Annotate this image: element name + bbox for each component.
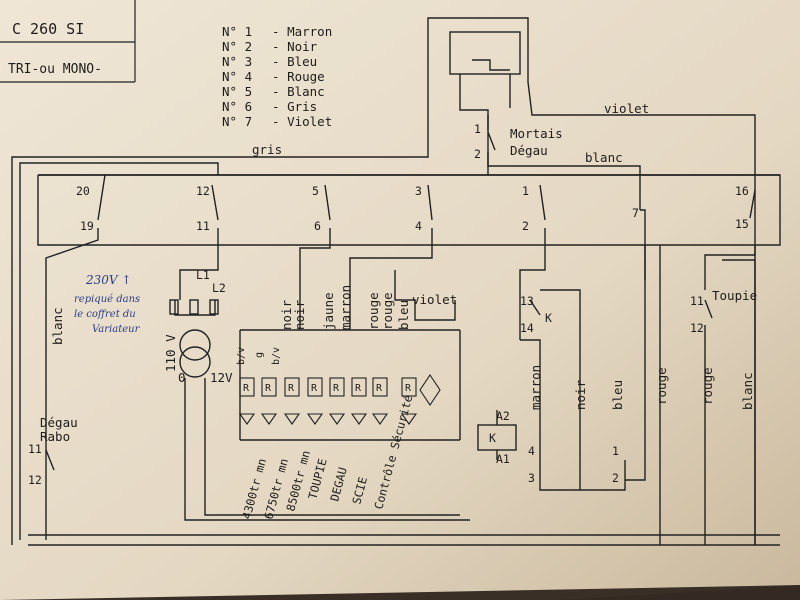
legend-num-2: N° 2 [222,39,252,54]
terminal-19: 19 [80,219,94,233]
wire-rouge-r2: rouge [700,367,715,405]
led-label-6: SCIE [349,475,370,505]
wire-bv-1: b/v [236,347,247,365]
legend-color-6: - Gris [272,99,317,114]
legend-num-6: N° 6 [222,99,252,114]
wire-violet: violet [604,101,649,116]
legend-num-5: N° 5 [222,84,252,99]
handwritten-note: 230V ↑ repiqué dans le coffret du Variat… [74,273,141,335]
terminal-12: 12 [196,184,210,198]
k-terminal-4: 4 [528,444,535,458]
wire-noir-k: noir [573,379,588,410]
wire-blanc-left: blanc [50,307,65,345]
k-terminal-14: 14 [520,321,534,335]
degau-terminal-12: 12 [28,473,42,487]
note-line-2: repiqué dans [74,294,140,305]
mortais-label: Mortais [510,126,563,141]
legend-color-1: - Marron [272,24,332,39]
degau-terminal-11: 11 [28,442,42,456]
resistor-label: R [355,383,362,394]
wire-blanc: blanc [585,150,623,165]
note-line-1: 230V ↑ [85,273,131,287]
degau-rabo-label-1: Dégau [40,415,78,430]
wire-noir-1: noir [279,299,294,330]
terminal-20: 20 [76,184,90,198]
terminal-4: 4 [415,219,422,233]
note-line-4: Variateur [92,324,141,335]
wire-noir-2: noir [292,299,307,330]
resistor-label: R [405,383,412,394]
resistor-label: R [333,383,340,394]
l2-label: L2 [212,281,226,295]
k-switch-label: K [545,311,552,325]
terminal-1: 1 [522,184,529,198]
terminal-3: 3 [415,184,422,198]
resistor-labels: R R R R R R R R [243,383,412,394]
mortais-terminal-2: 2 [474,147,481,161]
terminal-16: 16 [735,184,749,198]
wiring-lines [11,17,781,546]
wire-bleu: bleu [396,300,411,330]
coil-a1: A1 [496,452,510,466]
ground-zero: 0 [178,370,186,385]
terminal-15: 15 [735,217,749,231]
note-line-3: le coffret du [74,309,136,320]
k-terminal-1: 1 [612,444,619,458]
terminal-numbers: 20 19 12 11 5 6 3 4 1 2 16 15 7 1 2 13 1… [28,122,749,487]
wire-labels: gris violet blanc violet blanc noir noir… [50,101,755,410]
wire-bv-2: b/v [271,347,282,365]
coil-a2: A2 [496,409,510,423]
wire-bleu-k: bleu [610,380,625,410]
wire-gris: gris [252,142,282,157]
k-terminal-13: 13 [520,294,534,308]
resistor-bank [238,374,441,425]
wire-rouge-r1: rouge [654,367,669,405]
l1-label: L1 [196,268,210,282]
resistor-label: R [243,383,250,394]
terminal-5: 5 [312,184,319,198]
terminal-11: 11 [196,219,210,233]
k-terminal-3: 3 [528,471,535,485]
wire-rouge-1: rouge [366,292,381,330]
legend-num-1: N° 1 [222,24,252,39]
legend-num-7: N° 7 [222,114,252,129]
resistor-label: R [265,383,272,394]
legend-num-4: N° 4 [222,69,252,84]
terminal-2: 2 [522,219,529,233]
resistor-label: R [288,383,295,394]
k-terminal-2: 2 [612,471,619,485]
supply-label: TRI-ou MONO- [8,62,102,77]
toupie-terminal-11: 11 [690,294,704,308]
legend-color-2: - Noir [272,39,318,54]
voltage-110: 110 V [163,334,178,372]
wire-violet-mid: violet [412,292,457,307]
wire-jaune: jaune [321,292,336,330]
wire-marron-k: marron [528,365,543,410]
wire-marron: marron [338,285,353,330]
wire-blanc-r: blanc [740,372,755,410]
wire-rouge-2: rouge [380,292,395,330]
toupie-label: Toupie [712,288,757,303]
voltage-12: 12V [210,370,233,385]
terminal-7: 7 [632,206,639,220]
component-labels: Mortais Dégau Toupie Dégau Rabo 110 V 12… [40,126,757,444]
legend-color-7: - Violet [272,114,332,129]
terminal-6: 6 [314,219,321,233]
resistor-label: R [311,383,318,394]
toupie-terminal-12: 12 [690,321,704,335]
title-block [0,0,136,83]
degau-rabo-label-2: Rabo [40,429,70,444]
resistor-label: R [376,383,383,394]
legend-num-3: N° 3 [222,54,252,69]
legend-color-5: - Blanc [272,84,325,99]
wire-g: g [254,352,265,358]
color-legend: N° 1 - Marron N° 2 - Noir N° 3 - Bleu N°… [222,24,332,129]
legend-color-3: - Bleu [272,54,317,69]
mortais-terminal-1: 1 [474,122,481,136]
legend-color-4: - Rouge [272,69,325,84]
coil-k: K [489,431,496,445]
degau-label: Dégau [510,143,548,158]
model-title: C 260 SI [12,20,84,38]
